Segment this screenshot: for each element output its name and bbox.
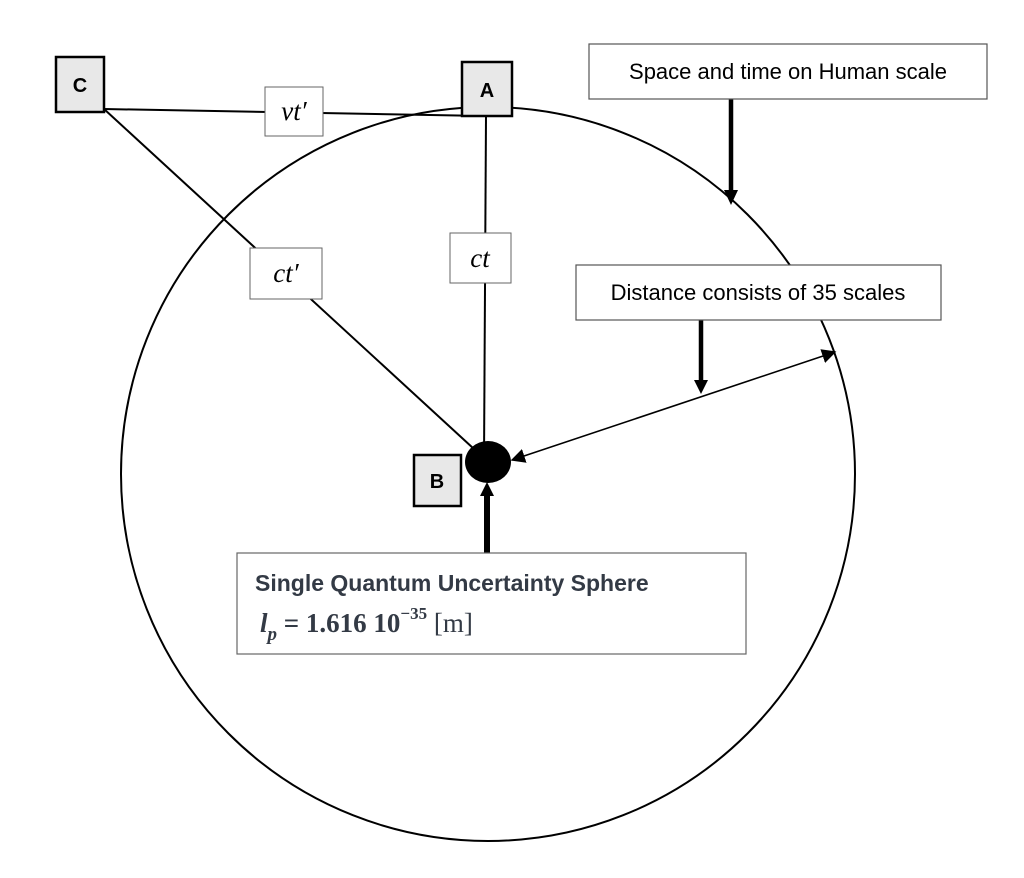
human-scale-arrowhead	[724, 190, 738, 205]
node-c-box	[54, 55, 106, 114]
sphere-description-box	[236, 552, 747, 655]
node-a-label: A	[480, 80, 494, 102]
distance-callout-box	[575, 264, 942, 321]
node-b-label: B	[430, 471, 444, 493]
sphere-pointer-arrowhead	[480, 482, 494, 496]
edge-label-vt: vt′	[281, 96, 307, 126]
edge-label-vt-box	[264, 86, 324, 137]
distance-callout-text: Distance consists of 35 scales	[611, 280, 906, 305]
planck-length-formula: lp = 1.616 10−35 [m]	[260, 604, 473, 645]
formula-equals: = 1.616 10	[277, 608, 400, 638]
quantum-sphere-dot	[465, 441, 511, 483]
edge-label-ct-prime: ct′	[273, 258, 299, 288]
distance-arrowhead	[694, 380, 708, 394]
formula-subscript: p	[266, 624, 278, 645]
node-c-label: C	[73, 75, 87, 97]
edge-label-ct-box	[449, 232, 512, 284]
radius-double-arrow	[510, 349, 837, 463]
formula-exponent: −35	[400, 604, 427, 623]
sphere-title: Single Quantum Uncertainty Sphere	[255, 570, 649, 596]
edge-label-ct: ct	[470, 243, 491, 273]
human-scale-callout-text: Space and time on Human scale	[629, 59, 947, 84]
node-a-box	[460, 60, 514, 118]
edge-a-b	[483, 115, 487, 461]
node-b-box	[412, 453, 463, 508]
formula-unit: [m]	[427, 608, 473, 638]
formula-symbol: l	[260, 608, 268, 638]
human-scale-callout-box	[588, 43, 988, 100]
edge-label-ct-prime-box	[249, 247, 323, 300]
